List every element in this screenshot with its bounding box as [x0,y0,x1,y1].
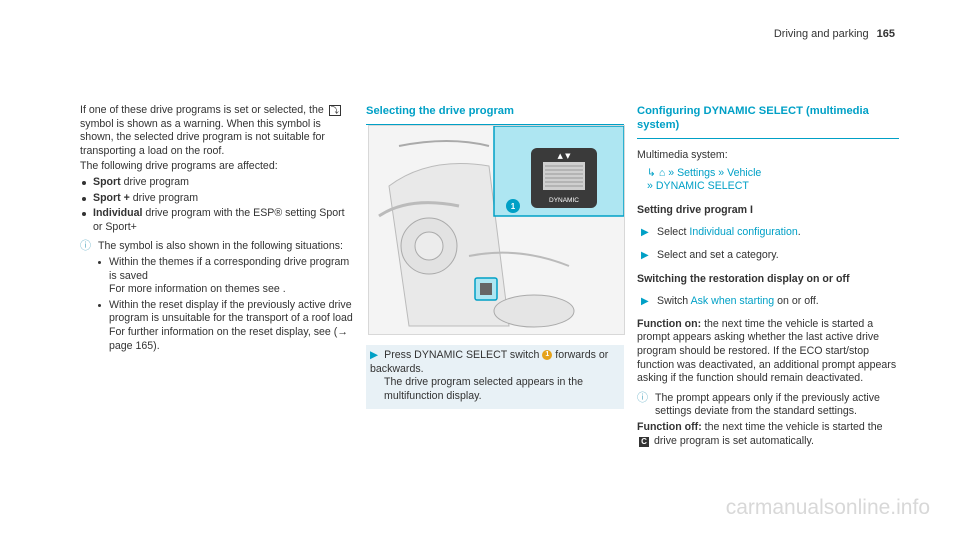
chevron-icon: » [718,166,725,179]
action-step: ▶Select and set a category. [641,248,779,261]
section-title: Driving and parking [773,28,869,40]
action-arrow-icon: ▶ [370,349,379,361]
chevron-icon: » [668,166,675,179]
page-number: 165 [876,28,895,40]
list-item: Sport drive program [80,176,355,190]
home-icon: ⌂ [658,166,666,179]
subheading: Setting drive program I [637,203,753,216]
system-label: Multimedia system: [637,149,728,161]
function-off: Function off: the next time the vehicle … [637,420,883,447]
dynamic-label: DYNAMIC [549,197,579,204]
action-step: ▶Select Individual configuration. [641,226,801,239]
function-on: Function on: the next time the vehicle i… [637,317,897,385]
action-arrow-icon: ▶ [641,296,649,308]
intro-paragraph: If one of these drive programs is set or… [80,104,341,157]
instruction-box: ▶Press DYNAMIC SELECT switch 1 forwards … [366,345,624,410]
console-illustration: ▲ ▼ DYNAMIC 1 [368,125,625,335]
info-note-icon: ⓘ [637,391,648,404]
affected-text: The following drive programs are affecte… [80,160,278,173]
action-arrow-icon: ▶ [641,249,649,261]
action-arrow-icon: ▶ [641,227,649,239]
info-note-icon: ⓘ [80,240,91,253]
page-header: Driving and parking 165 [774,28,895,42]
callout-number: 1 [511,202,516,211]
comfort-mode-icon: C [639,436,649,447]
column-3: Configuring DYNAMIC SELECT (multimedia s… [637,104,899,450]
sub-item: Within the reset display if the previous… [98,299,355,353]
return-icon: ↳ [647,166,656,179]
note: ⓘ The symbol is also shown in the follow… [80,240,355,353]
callout-1-icon: 1 [542,350,553,361]
sub-item: Within the themes if a corresponding dri… [98,256,355,297]
column-2: Selecting the drive program [366,104,624,135]
console-drawing: ▲ ▼ DYNAMIC 1 [369,126,624,334]
list-item: Sport + drive program [80,192,355,206]
roof-load-warning-icon: ⤵ [328,105,341,116]
menu-path: ↳ ⌂ » Settings » Vehicle » DYNAMIC SELEC… [647,166,762,193]
watermark: carmanualsonline.info [725,496,930,520]
section-heading: Selecting the drive program [366,104,624,125]
list-item: Individual drive program with the ESP® s… [80,207,355,234]
section-heading: Configuring DYNAMIC SELECT (multimedia s… [637,104,899,139]
subheading: Switching the restoration display on or … [637,272,850,285]
column-1: If one of these drive programs is set or… [80,104,355,355]
svg-text:▲ ▼: ▲ ▼ [558,152,572,160]
action-step: ▶Switch Ask when starting on or off. [641,295,819,308]
chevron-icon: » [647,180,653,193]
